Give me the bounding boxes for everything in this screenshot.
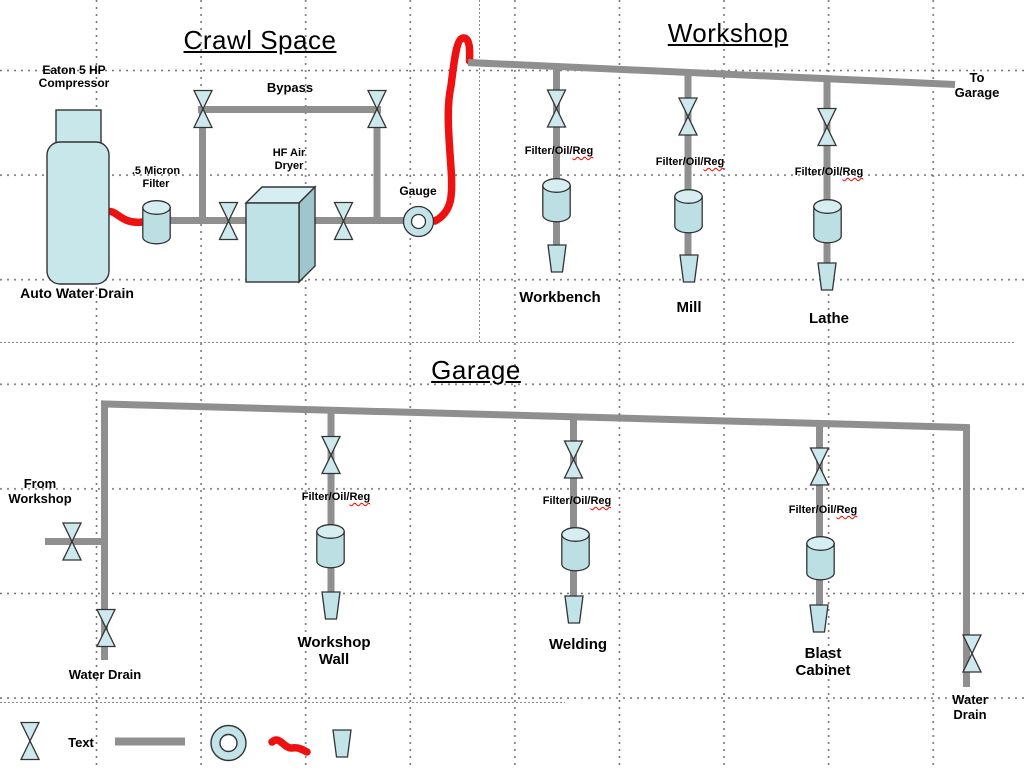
nozzle-blast-cabinet [809,604,829,633]
dryer-front-face [245,202,300,283]
filter-oil-reg-flagged: Reg [842,166,864,178]
mill-label: Mill [676,299,702,316]
to-garage-label: To Garage [954,70,1000,100]
lathe-label: Lathe [808,310,850,327]
valve-water-drain-left [96,608,116,648]
page-break-line-bottom [0,702,565,703]
hf-air-dryer-box [244,185,317,284]
filter-oil-reg-label-lathe: Filter/Oil/Reg [795,166,863,179]
compressor-tank [46,109,110,285]
filter-oil-reg-text: Filter/Oil/ [542,495,591,507]
filter-oil-reg-text: Filter/Oil/ [788,504,837,516]
compressor-label: Eaton 5 HP Compressor [38,63,110,90]
garage-title: Garage [431,355,521,385]
filter-oil-reg-label-mill: Filter/Oil/Reg [656,156,724,169]
filter-oil-reg-label-welding: Filter/Oil/Reg [543,495,611,508]
filter-oil-reg-label-workshop-wall: Filter/Oil/Reg [302,491,370,504]
gauge-label: Gauge [399,184,437,198]
blast-cabinet-label: Blast Cabinet [795,645,851,679]
micron-filter-label: .5 Micron Filter [131,165,181,190]
filter-oil-reg-text: Filter/Oil/ [301,491,350,503]
dryer-label: HF Air Dryer [272,147,306,172]
filter-oil-reg-text: Filter/Oil/ [655,156,704,168]
legend-hose-symbol [268,736,311,756]
workbench-label: Workbench [519,289,601,306]
filter-oil-reg-flagged: Reg [349,491,371,503]
micron-filter-cylinder [142,200,171,245]
filter-oil-reg-flagged: Reg [572,145,594,157]
filter-oil-reg-label-blast-cabinet: Filter/Oil/Reg [789,504,857,517]
welding-label: Welding [548,636,608,653]
pipe-garage-main [101,400,970,687]
compressor-tank-neck [55,109,102,147]
compressor-tank-body [46,141,110,285]
filter-cylinder-welding [561,527,590,572]
pipe-workshop-main-endcap [467,59,491,67]
filter-cylinder-lathe [813,199,842,244]
page-break-line-vertical [479,0,480,342]
legend-text-label: Text [68,735,94,750]
dryer-side-face [298,185,316,284]
valve-welding [563,440,584,479]
workshop-title: Workshop [667,18,789,48]
valve-lathe [817,107,837,147]
filter-oil-reg-text: Filter/Oil/ [524,145,573,157]
hose-tank-to-filter [102,207,147,227]
nozzle-mill [679,254,699,283]
filter-cylinder-mill [674,189,703,234]
nozzle-workbench [547,244,567,273]
nozzle-lathe [817,262,837,291]
workshop-wall-label: Workshop Wall [297,634,371,668]
from-workshop-label: From Workshop [8,476,72,506]
crawl-space-title: Crawl Space [183,25,337,55]
filter-cylinder-workbench [542,178,571,223]
section-divider-line [0,342,1016,343]
legend-nozzle-symbol [332,729,352,758]
pipe-workshop-main [467,59,956,88]
water-drain-right-label: Water Drain [952,692,988,722]
filter-oil-reg-flagged: Reg [703,156,725,168]
valve-workshop-wall [321,435,341,475]
nozzle-welding [564,595,584,624]
legend-gauge-symbol [210,724,247,762]
bypass-label: Bypass [266,80,314,95]
nozzle-workshop-wall [321,591,341,620]
valve-blast-cabinet [809,447,830,486]
auto-water-drain-label: Auto Water Drain [20,285,134,301]
valve-mill [678,97,698,136]
gauge-dial [402,205,435,238]
pipe-network [45,59,970,746]
filter-oil-reg-label-workbench: Filter/Oil/Reg [525,145,593,158]
legend-valve-symbol [20,721,40,761]
flex-hoses [102,34,474,756]
filter-cylinder-blast-cabinet [806,536,835,581]
filter-oil-reg-flagged: Reg [590,495,612,507]
filter-oil-reg-flagged: Reg [836,504,858,516]
valve-workbench [546,89,567,128]
hose-gauge-to-workshop [431,34,474,225]
filter-oil-reg-text: Filter/Oil/ [794,166,843,178]
filter-cylinder-workshop-wall [316,524,345,569]
water-drain-left-label: Water Drain [68,667,142,682]
